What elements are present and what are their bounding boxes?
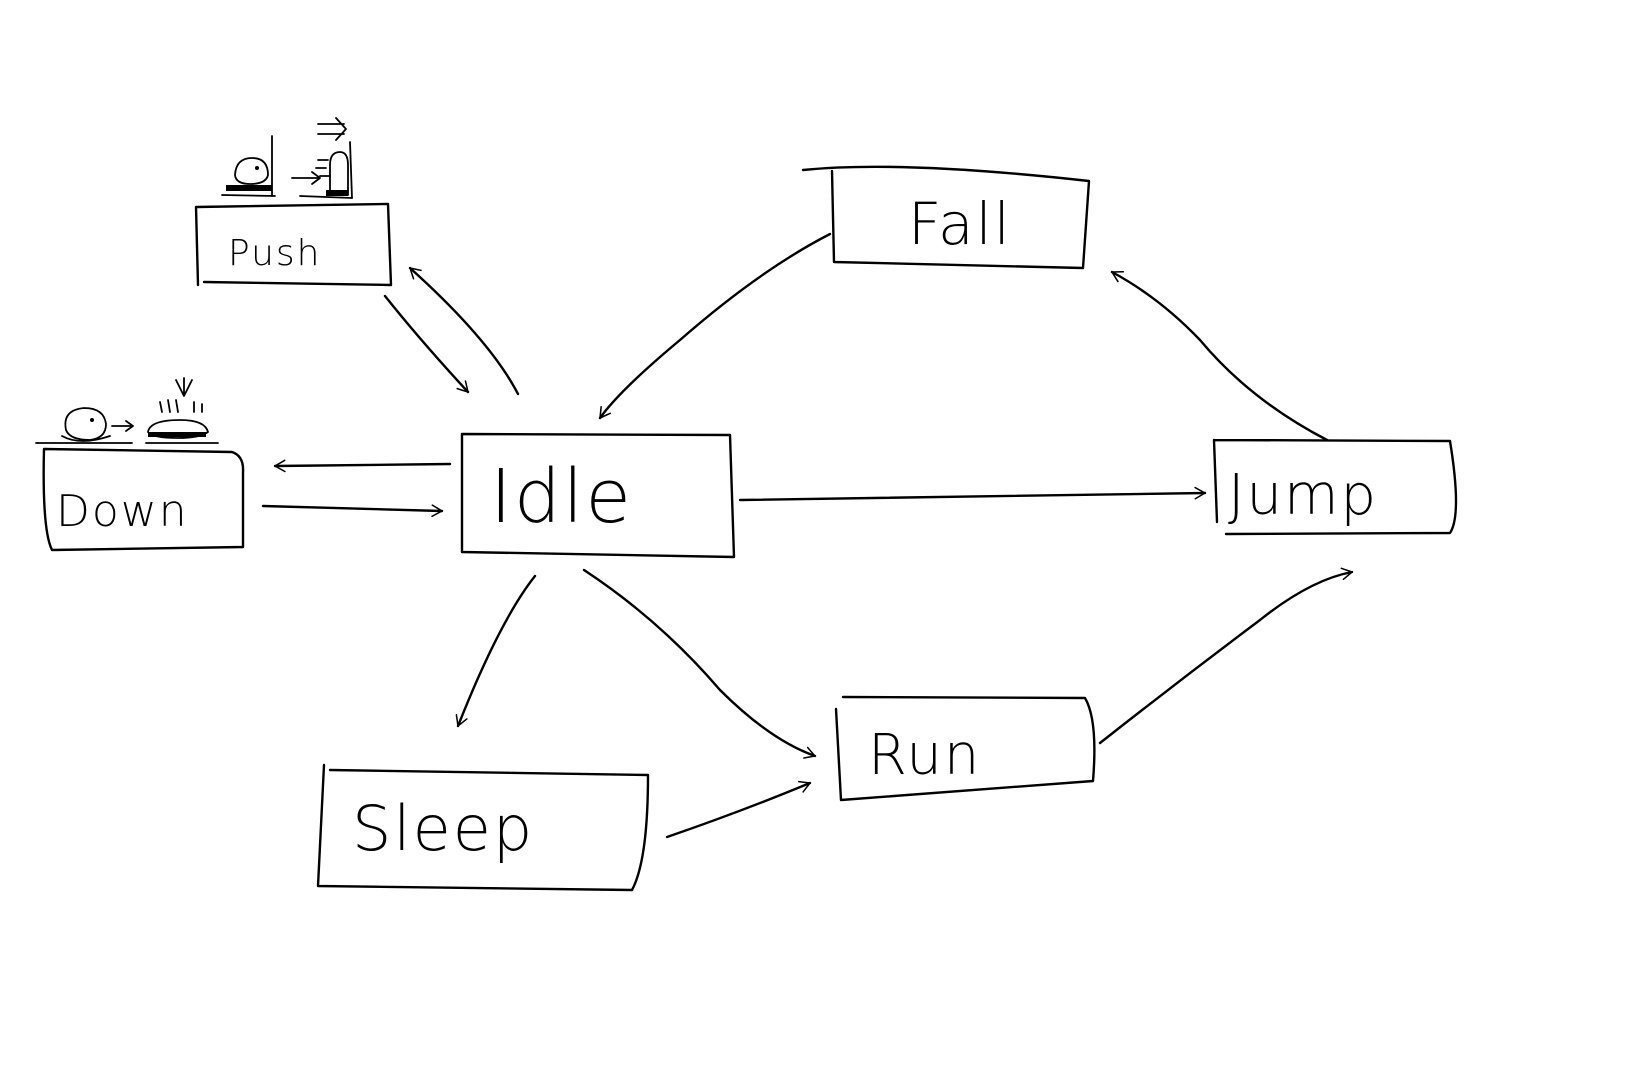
state-node-push: Push [194, 202, 393, 287]
state-node-fall: Fall [801, 165, 1091, 270]
arrow-jump-to-fall [1110, 270, 1329, 442]
arrow-push-to-idle [383, 294, 470, 394]
push-sprite-sketch [221, 117, 353, 199]
arrow-idle-to-sleep [455, 574, 537, 728]
state-node-idle: Idle [460, 432, 736, 559]
state-node-down: Down [42, 447, 245, 552]
state-label-fall: Fall [908, 190, 1012, 258]
state-node-sleep: Sleep [316, 763, 650, 892]
arrow-idle-to-down [273, 459, 452, 473]
arrow-idle-to-push [408, 266, 520, 396]
arrow-sleep-to-run [665, 780, 812, 839]
down-sprite-sketch [35, 377, 219, 444]
state-node-jump: Jump [1212, 438, 1458, 536]
arrow-run-to-jump [1098, 567, 1354, 745]
state-label-idle: Idle [490, 454, 633, 540]
state-node-run: Run [834, 695, 1096, 802]
arrow-down-to-idle [261, 504, 444, 518]
state-label-jump: Jump [1228, 463, 1378, 528]
arrow-idle-to-jump [738, 486, 1207, 502]
arrow-fall-to-idle [598, 232, 832, 420]
arrow-idle-to-run [582, 568, 817, 759]
state-label-sleep: Sleep [352, 792, 534, 865]
state-label-run: Run [868, 723, 981, 788]
state-label-push: Push [228, 233, 321, 274]
state-label-down: Down [56, 486, 189, 537]
